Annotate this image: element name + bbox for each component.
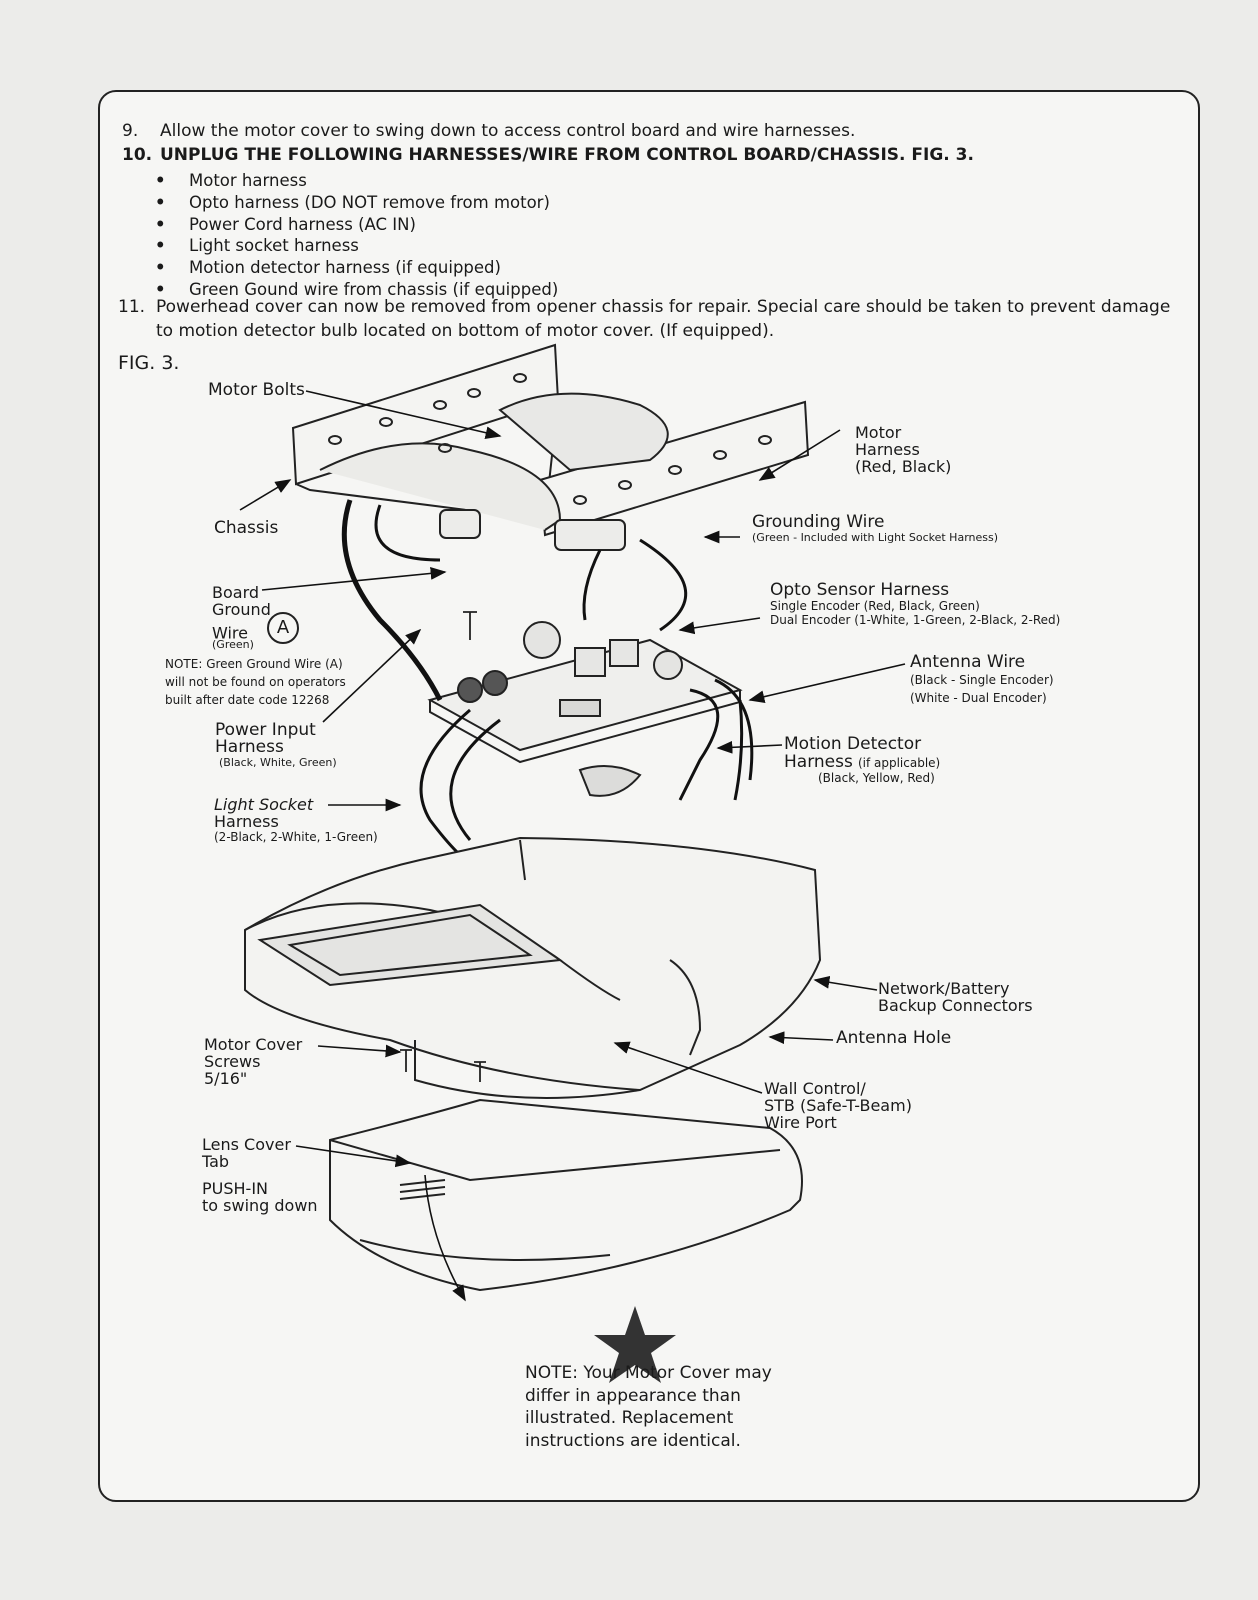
callout-antenna-hole: Antenna Hole: [836, 1028, 952, 1048]
callout-network-battery: Network/Battery Backup Connectors: [878, 979, 1033, 1015]
callout-board-ground-wire: Board Ground Wire A (Green): [212, 584, 300, 651]
step-9: 9.Allow the motor cover to swing down to…: [122, 121, 856, 141]
motor-cover-note: NOTE: Your Motor Cover may differ in app…: [525, 1363, 772, 1451]
control-board-drawing: [427, 621, 743, 797]
callout-push-in: PUSH-IN to swing down: [202, 1179, 318, 1215]
page-frame: [98, 90, 1200, 1502]
step-11: 11.Powerhead cover can now be removed fr…: [118, 297, 1171, 317]
list-item: •Motor harness: [155, 171, 307, 190]
callout-motion-detector: Motion Detector Harness (if applicable) …: [784, 734, 941, 786]
screws-drawing: [400, 611, 486, 1082]
callout-chassis: Chassis: [214, 518, 279, 538]
callout-motor-cover-screws: Motor Cover Screws 5/16": [204, 1035, 303, 1088]
harness-list: •Motor harness •Opto harness (DO NOT rem…: [155, 170, 558, 301]
chassis-drawing: [291, 343, 810, 551]
star-icon: [594, 1306, 676, 1383]
callout-antenna-wire: Antenna Wire (Black - Single Encoder) (W…: [910, 652, 1054, 706]
callout-power-input: Power Input Harness (Black, White, Green…: [215, 720, 337, 770]
list-item: •Motion detector harness (if equipped): [155, 258, 501, 278]
marker-a-icon: A: [267, 612, 300, 644]
callout-motor-harness: Motor Harness (Red, Black): [855, 423, 952, 476]
callout-wall-control: Wall Control/ STB (Safe-T-Beam) Wire Por…: [764, 1079, 912, 1132]
figure-label: FIG. 3.: [118, 352, 180, 374]
callout-leaders: [239, 390, 906, 1302]
list-item: •Light socket harness: [155, 236, 359, 256]
motor-cover-drawing: [244, 836, 822, 1099]
callout-grounding-wire: Grounding Wire (Green - Included with Li…: [752, 512, 999, 545]
callout-light-socket: Light Socket Harness (2-Black, 2-White, …: [214, 795, 378, 844]
list-item: •Green Gound wire from chassis (if equip…: [155, 279, 559, 299]
lens-cover-drawing: [329, 1098, 803, 1292]
step-11-cont: to motion detector bulb located on botto…: [156, 321, 775, 341]
callout-lens-cover-tab: Lens Cover Tab: [202, 1135, 291, 1171]
callout-opto-sensor: Opto Sensor Harness Single Encoder (Red,…: [770, 580, 1061, 628]
list-item: •Opto harness (DO NOT remove from motor): [155, 192, 550, 212]
list-item: •Power Cord harness (AC IN): [155, 214, 416, 234]
callout-motor-bolts: Motor Bolts: [208, 380, 305, 400]
step-10: 10.UNPLUG THE FOLLOWING HARNESSES/WIRE F…: [122, 145, 974, 165]
ground-wire-note: NOTE: Green Ground Wire (A) will not be …: [165, 657, 346, 707]
